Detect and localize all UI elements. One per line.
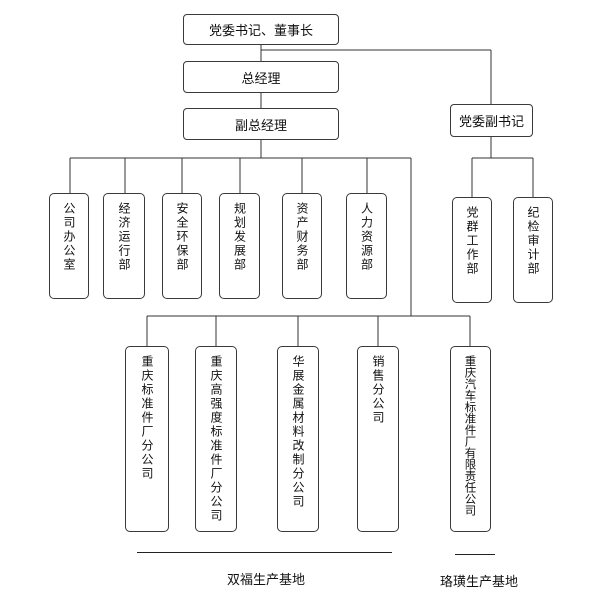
deputy-general-manager-box: 副总经理 [183,108,339,140]
luohuang-base-label: 珞璜生产基地 [440,575,519,590]
chairman-box: 党委书记、董事长 [183,14,339,45]
general-manager-box: 总经理 [183,61,339,93]
party-department-box: 纪检审计部 [513,197,553,303]
chairman-label: 党委书记、董事长 [208,24,313,39]
branch-label: 销售分公司 [371,355,385,425]
branch-label: 重庆标准件厂分公司 [140,355,154,481]
party-department-label: 纪检审计部 [526,206,540,276]
department-box: 规划发展部 [219,193,260,299]
deputy-party-secretary-box: 党委副书记 [450,104,533,137]
branch-box: 重庆高强度标准件厂分公司 [195,346,237,532]
department-box: 安全环保部 [162,193,202,299]
shuangfu-base-divider [137,552,392,553]
department-label: 经济运行部 [117,202,131,272]
department-box: 经济运行部 [103,193,145,299]
party-department-label: 党群工作部 [465,206,479,276]
department-label: 规划发展部 [232,202,247,272]
department-box: 资产财务部 [282,193,322,299]
subsidiary-label: 重庆汽车标准件厂有限责任公司 [463,355,478,516]
deputy-general-manager-label: 副总经理 [234,118,287,134]
branch-label: 华展金属材料改制分公司 [291,355,305,509]
department-box: 人力资源部 [346,193,387,299]
branch-label: 重庆高强度标准件厂分公司 [209,355,223,523]
deputy-party-secretary-label: 党委副书记 [458,115,524,130]
department-label: 安全环保部 [175,202,189,272]
party-department-box: 党群工作部 [452,197,492,303]
branch-box: 重庆标准件厂分公司 [125,346,169,532]
branch-box: 销售分公司 [357,346,399,532]
branch-box: 华展金属材料改制分公司 [277,346,319,532]
luohuang-base-divider [455,554,495,555]
department-label: 资产财务部 [295,202,309,272]
department-label: 公司办公室 [62,202,76,272]
department-box: 公司办公室 [49,193,89,299]
shuangfu-base-label: 双福生产基地 [227,573,306,588]
department-label: 人力资源部 [359,202,374,272]
general-manager-label: 总经理 [241,71,281,87]
subsidiary-box: 重庆汽车标准件厂有限责任公司 [450,346,491,532]
